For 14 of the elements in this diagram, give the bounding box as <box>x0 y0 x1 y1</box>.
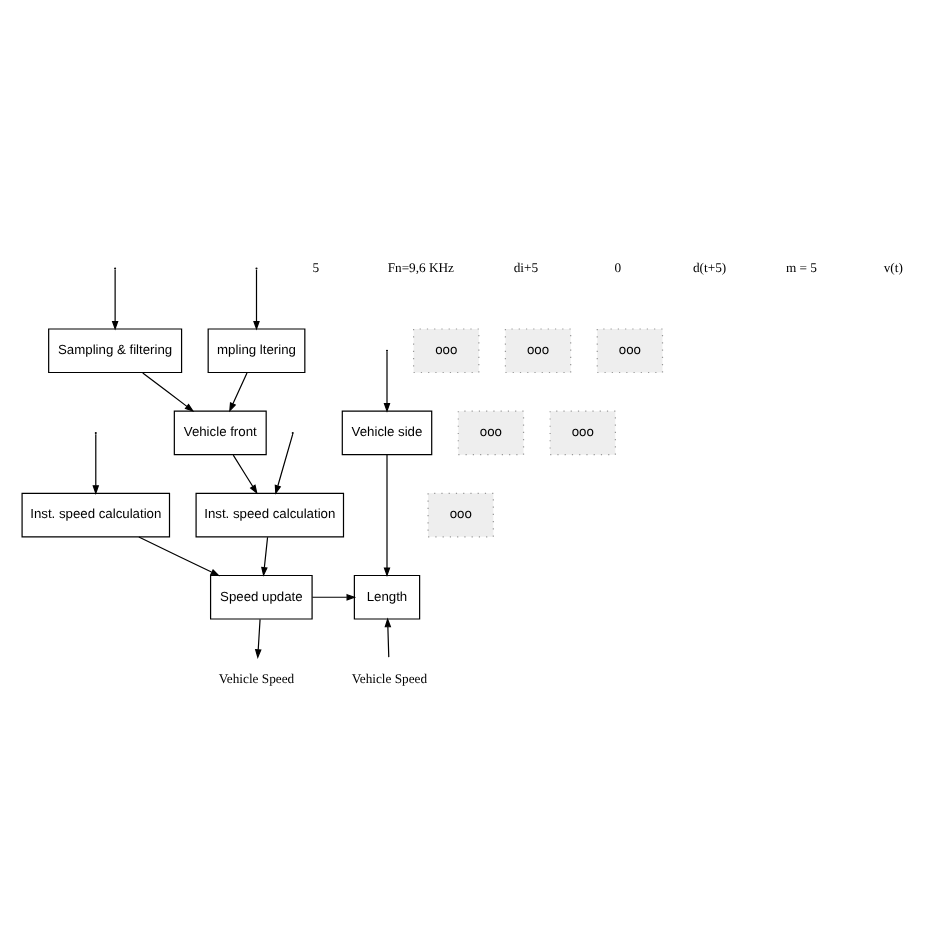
arrow <box>274 433 294 495</box>
arrow <box>254 618 262 659</box>
arrow <box>383 454 391 578</box>
arrow <box>142 372 195 412</box>
arrow <box>232 454 258 495</box>
arrow <box>111 269 119 331</box>
arrow <box>253 269 260 331</box>
arrow <box>261 536 269 577</box>
arrow <box>383 351 391 413</box>
arrow <box>384 617 392 658</box>
arrow <box>138 536 221 577</box>
arrow <box>229 372 248 413</box>
arrow <box>92 433 100 495</box>
arrow <box>311 593 357 601</box>
